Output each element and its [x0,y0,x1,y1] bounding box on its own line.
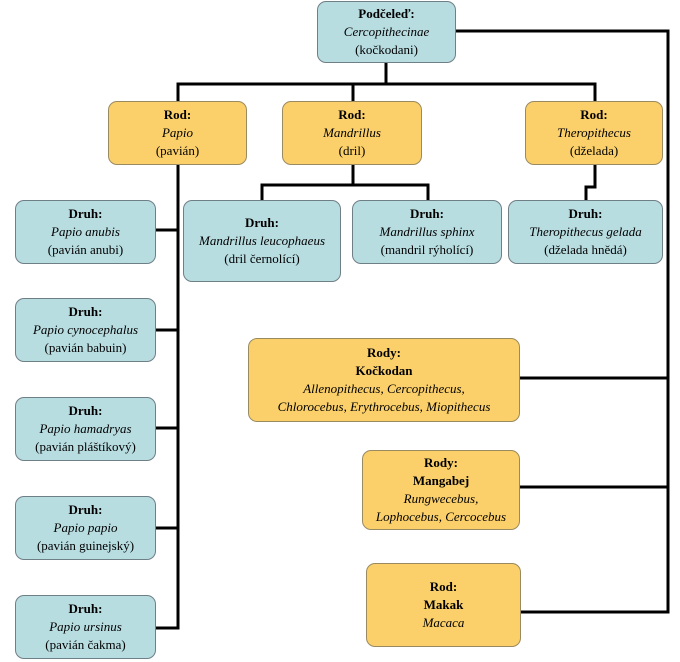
species-common: (pavián čakma) [45,637,126,652]
species-name: Papio hamadryas [39,421,132,436]
group-member-line: Chlorocebus, Erythrocebus, Miopithecus [277,399,491,414]
species-name: Papio papio [53,520,118,535]
genus-box-papio: Rod: Papio (pavián) [108,101,247,165]
genus-common: (dželada) [569,143,619,158]
species-box-papio-ursinus: Druh: Papio ursinus (pavián čakma) [15,595,156,659]
species-common: (pavián guinejský) [36,538,135,553]
species-label: Druh: [568,206,603,221]
species-name: Mandrillus sphinx [379,224,475,239]
group-title: Makak [423,597,464,612]
species-name: Theropithecus gelada [529,224,642,239]
connector-mandrillus-species [260,163,430,202]
species-box-mandrillus-leucophaeus: Druh: Mandrillus leucophaeus (dril černo… [183,200,341,282]
species-label: Druh: [68,502,103,517]
group-title: Mangabej [412,473,470,488]
genus-common: (pavián) [155,143,200,158]
species-common: (mandril rýholící) [380,242,474,257]
genus-name: Papio [161,125,194,140]
subfamily-label: Podčeleď: [358,6,415,21]
species-label: Druh: [245,215,279,230]
subfamily-name: Cercopithecinae [343,24,430,39]
group-title: Kočkodan [355,363,413,378]
group-label: Rody: [367,345,401,360]
subfamily-box: Podčeleď: Cercopithecinae (kočkodani) [317,1,456,63]
genus-label: Rod: [163,107,192,122]
species-name: Papio cynocephalus [32,322,139,337]
genus-box-theropithecus: Rod: Theropithecus (dželada) [525,101,663,165]
species-box-papio-anubis: Druh: Papio anubis (pavián anubi) [15,200,156,264]
species-name: Mandrillus leucophaeus [198,233,325,248]
species-common: (dželada hnědá) [544,242,627,257]
species-name: Papio anubis [51,224,120,239]
species-common: (pavián pláštíkový) [35,439,136,454]
species-box-papio-cynocephalus: Druh: Papio cynocephalus (pavián babuin) [15,298,156,362]
group-member-line: Allenopithecus, Cercopithecus, [303,381,465,396]
species-label: Druh: [410,206,444,221]
genus-name: Mandrillus [323,125,381,140]
group-label: Rody: [424,455,458,470]
species-label: Druh: [68,601,103,616]
group-label: Rod: [429,579,458,594]
group-member-line: Rungwecebus, [403,491,479,506]
species-common: (dril černolící) [224,251,300,266]
group-box-kockodan: Rody: Kočkodan Allenopithecus, Cercopith… [248,338,520,422]
species-box-papio-hamadryas: Druh: Papio hamadryas (pavián pláštíkový… [15,397,156,461]
group-member-line: Lophocebus, Cercocebus [375,509,507,524]
genus-name: Theropithecus [557,125,631,140]
genus-common: (dril) [338,143,366,158]
genus-label: Rod: [338,107,366,122]
species-common: (pavián anubi) [47,242,124,257]
connector-subfamily-genera [176,61,597,103]
species-label: Druh: [68,403,103,418]
species-box-mandrillus-sphinx: Druh: Mandrillus sphinx (mandril rýholíc… [352,200,502,264]
genus-label: Rod: [580,107,608,122]
genus-box-mandrillus: Rod: Mandrillus (dril) [282,101,422,165]
species-box-theropithecus-gelada: Druh: Theropithecus gelada (dželada hněd… [508,200,663,264]
group-box-mangabej: Rody: Mangabej Rungwecebus, Lophocebus, … [362,450,520,530]
species-label: Druh: [68,304,103,319]
species-box-papio-papio: Druh: Papio papio (pavián guinejský) [15,496,156,560]
group-member-line: Macaca [422,615,465,630]
species-name: Papio ursinus [49,619,122,634]
connector-theropithecus-species [584,163,597,202]
species-label: Druh: [68,206,103,221]
group-box-makak: Rod: Makak Macaca [366,563,521,647]
subfamily-common: (kočkodani) [355,42,418,57]
species-common: (pavián babuin) [44,340,127,355]
connector-right-trunk [454,29,670,614]
